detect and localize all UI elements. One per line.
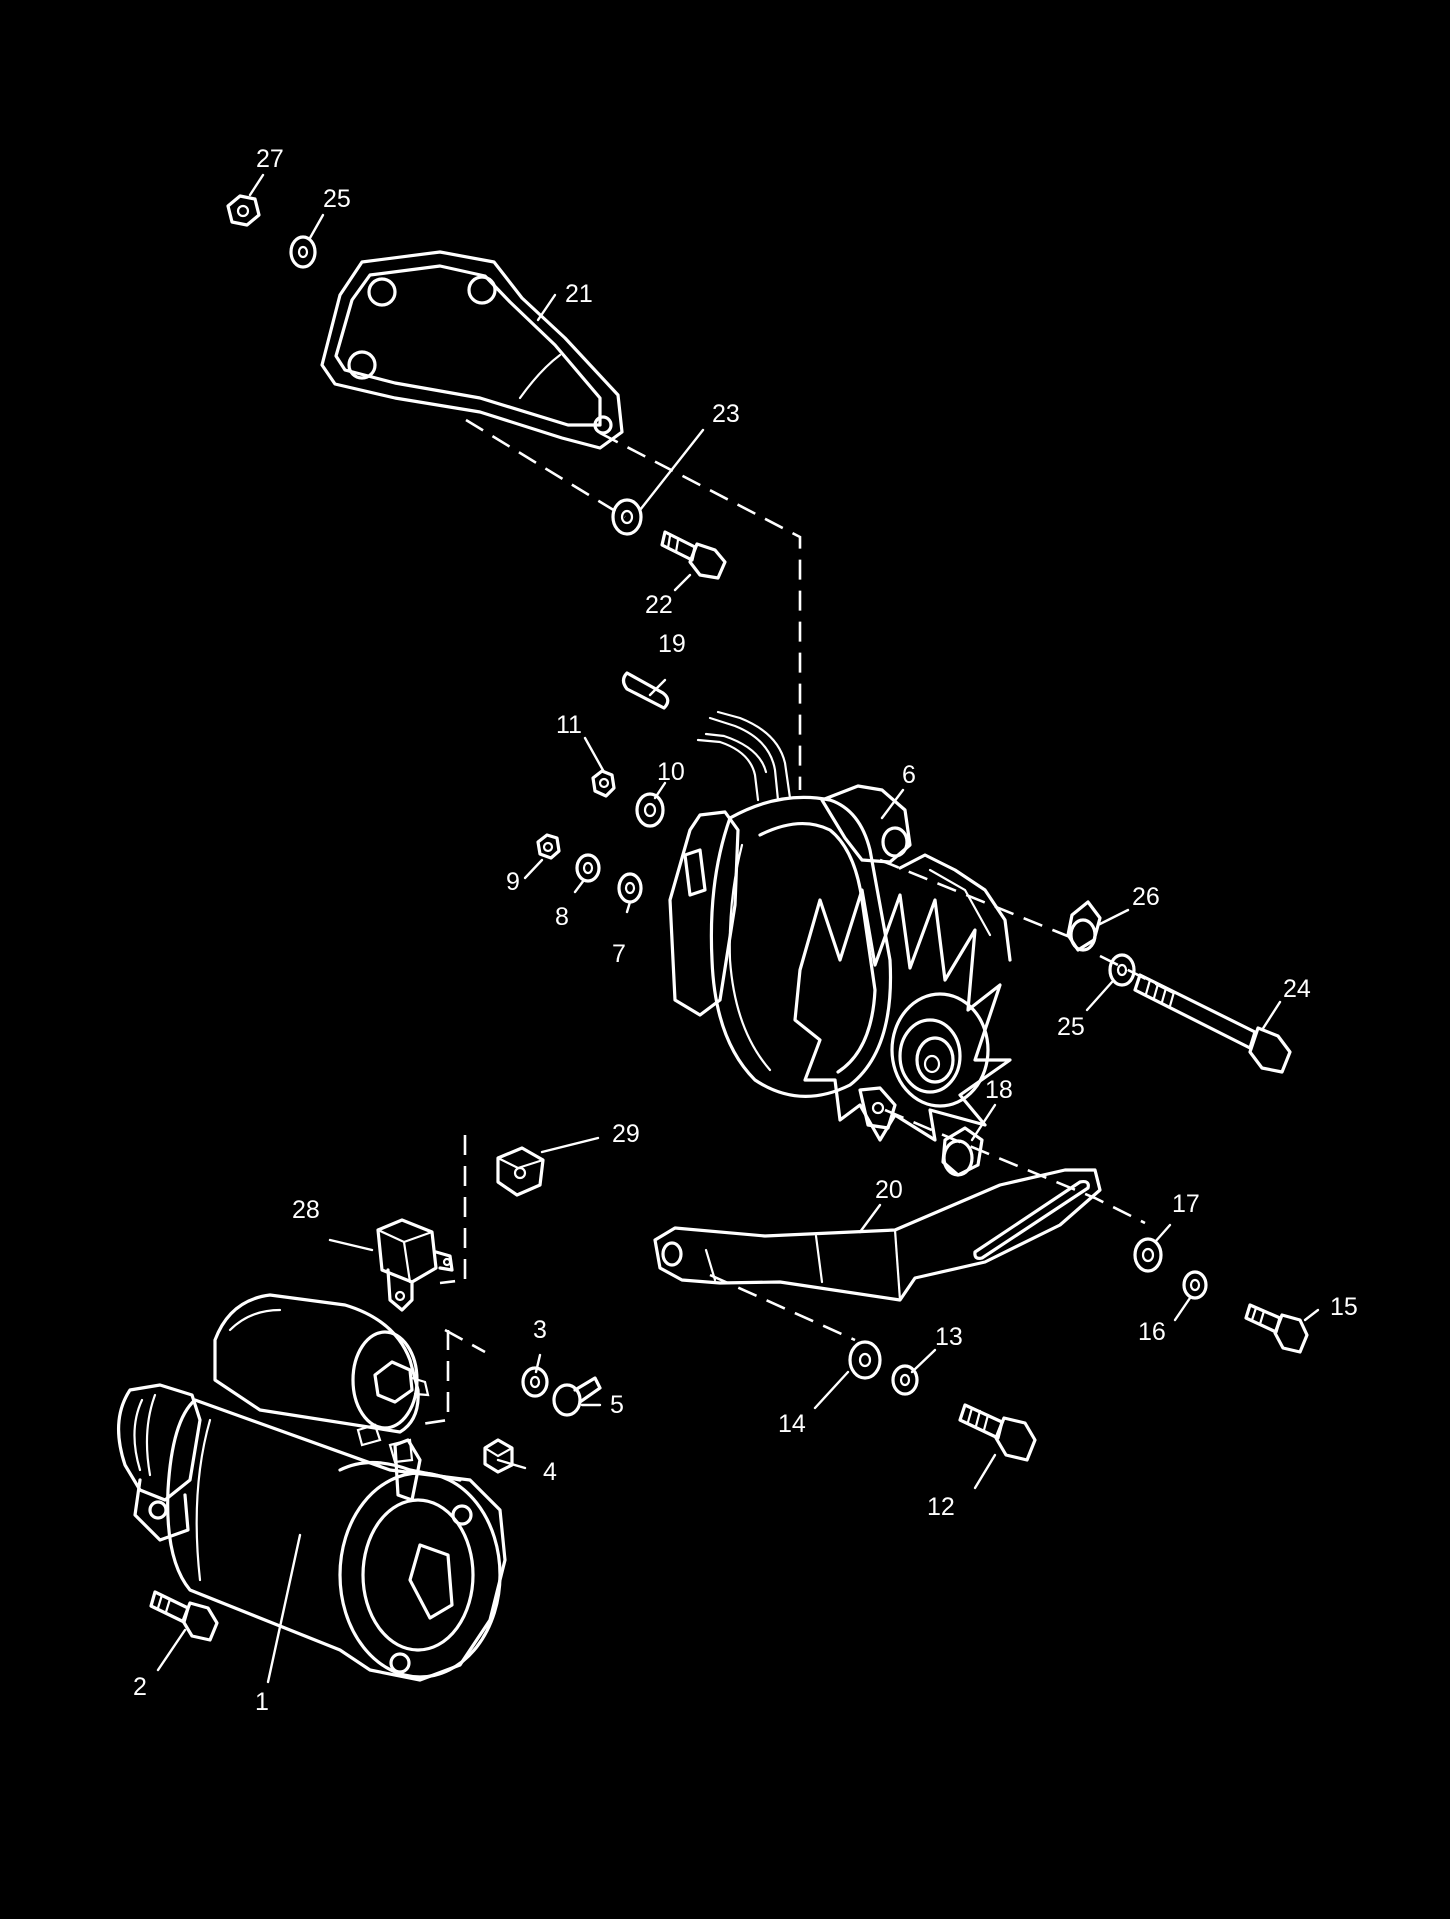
callout-25-upper: 25 bbox=[323, 185, 351, 213]
callout-21: 21 bbox=[565, 280, 593, 308]
callout-25-lower: 25 bbox=[1057, 1013, 1085, 1041]
adjusting-bracket bbox=[653, 1168, 1102, 1302]
callout-29: 29 bbox=[612, 1120, 640, 1148]
callout-27: 27 bbox=[256, 145, 284, 173]
lock-washer bbox=[1182, 1270, 1208, 1300]
callout-13: 13 bbox=[935, 1323, 963, 1351]
callout-16: 16 bbox=[1138, 1318, 1166, 1346]
leader-lines bbox=[156, 173, 1320, 1684]
nut bbox=[536, 833, 561, 860]
callout-labels: 1 2 3 4 5 6 7 8 9 10 11 12 13 14 15 16 1… bbox=[133, 145, 1358, 1716]
callout-8: 8 bbox=[555, 903, 569, 931]
washer bbox=[635, 792, 665, 828]
bolt bbox=[1244, 1303, 1309, 1354]
callout-10: 10 bbox=[657, 758, 685, 786]
callout-28: 28 bbox=[292, 1196, 320, 1224]
callout-24: 24 bbox=[1283, 975, 1311, 1003]
nut bbox=[483, 1438, 514, 1474]
callout-20: 20 bbox=[875, 1176, 903, 1204]
callout-7: 7 bbox=[612, 940, 626, 968]
callout-17: 17 bbox=[1172, 1190, 1200, 1218]
washer bbox=[848, 1340, 882, 1380]
spacer bbox=[941, 1126, 984, 1177]
starter-motor bbox=[116, 1293, 507, 1682]
washer bbox=[611, 498, 643, 536]
assembly-lines bbox=[414, 418, 1181, 1427]
callout-9: 9 bbox=[506, 868, 520, 896]
lock-washer bbox=[575, 853, 601, 883]
bolt bbox=[958, 1403, 1037, 1462]
callout-23: 23 bbox=[712, 400, 740, 428]
washer bbox=[289, 235, 317, 269]
callout-2: 2 bbox=[133, 1673, 147, 1701]
mounting-bracket bbox=[320, 250, 624, 450]
pin bbox=[621, 671, 670, 710]
nut bbox=[591, 769, 616, 798]
alternator-wires bbox=[696, 710, 792, 802]
washer bbox=[1133, 1237, 1163, 1273]
alternator bbox=[668, 784, 1012, 1142]
nut bbox=[226, 194, 261, 227]
bolt bbox=[660, 530, 727, 580]
callout-15: 15 bbox=[1330, 1293, 1358, 1321]
lock-washer bbox=[521, 1366, 549, 1398]
relay bbox=[376, 1218, 454, 1312]
callout-14: 14 bbox=[778, 1410, 806, 1438]
callout-12: 12 bbox=[927, 1493, 955, 1521]
lock-washer bbox=[891, 1364, 919, 1396]
washer bbox=[1108, 953, 1136, 987]
callout-26: 26 bbox=[1132, 883, 1160, 911]
spacer bbox=[1066, 900, 1102, 952]
callout-1: 1 bbox=[255, 1688, 269, 1716]
bolt bbox=[1133, 973, 1292, 1074]
starter-bolt bbox=[149, 1590, 219, 1642]
callout-19: 19 bbox=[658, 630, 686, 658]
callout-3: 3 bbox=[533, 1316, 547, 1344]
callout-22: 22 bbox=[645, 591, 673, 619]
callout-11: 11 bbox=[556, 711, 582, 739]
clip-nut bbox=[496, 1146, 545, 1197]
callout-6: 6 bbox=[902, 761, 916, 789]
callout-5: 5 bbox=[610, 1391, 624, 1419]
screw bbox=[552, 1376, 602, 1417]
callout-18: 18 bbox=[985, 1076, 1013, 1104]
callout-4: 4 bbox=[543, 1458, 557, 1486]
washer bbox=[617, 872, 643, 904]
